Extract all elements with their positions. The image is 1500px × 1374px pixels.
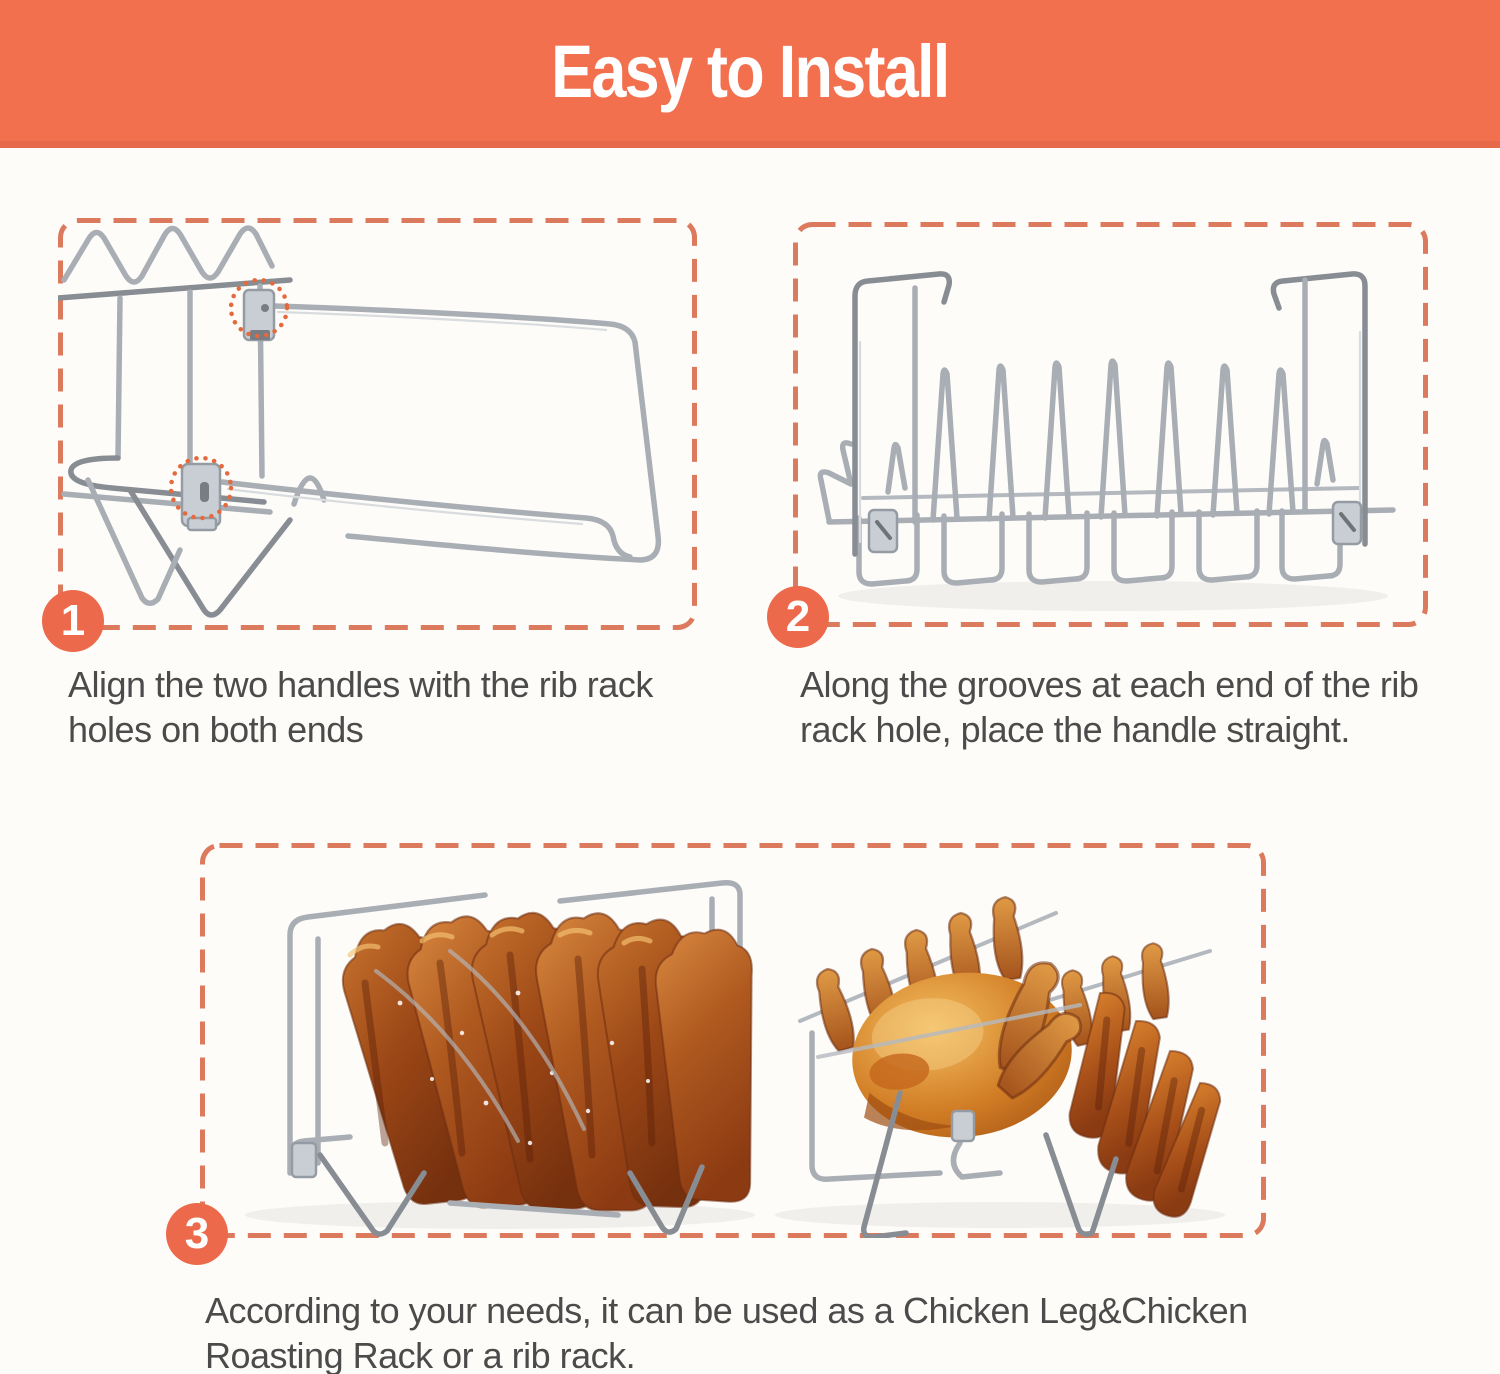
chicken-on-rack-photo: [798, 895, 1222, 1238]
rack-handle-alignment-illustration: [58, 225, 662, 618]
wire-rack-partial: [58, 225, 327, 618]
step-2-caption-line2: rack hole, place the handle straight.: [800, 709, 1350, 750]
step-2-panel: 2: [767, 222, 1428, 648]
step-1-number: 1: [60, 596, 86, 645]
highlight-circle-icon: [228, 277, 290, 339]
step-1-badge: 1: [42, 590, 104, 652]
step-3-panel: 3: [166, 843, 1266, 1265]
whole-chicken: [852, 954, 1091, 1138]
rack-handle-upper: [271, 303, 662, 563]
step-3-caption: According to your needs, it can be used …: [205, 1288, 1248, 1374]
highlight-circle-icon: [168, 455, 234, 521]
step-2-number: 2: [785, 592, 811, 641]
header-banner: Easy to Install: [0, 0, 1500, 148]
upper-clip: [242, 288, 276, 342]
usage-examples-illustration: [245, 880, 1225, 1238]
left-corner-clip: [867, 508, 899, 554]
ribs-on-rack-photo: [287, 880, 770, 1237]
step-3-caption-line2: Roasting Rack or a rib rack.: [205, 1335, 636, 1374]
grilled-pieces-row: [1068, 991, 1222, 1218]
step-1-dashed-border: [58, 218, 697, 630]
wire-rack-assembled: [817, 271, 1396, 587]
step-3-dashed-border: [200, 843, 1266, 1238]
step-1-caption-line1: Align the two handles with the rib rack: [68, 664, 653, 705]
step-1-caption: Align the two handles with the rib rack …: [68, 662, 653, 752]
step-2-dashed-border: [793, 222, 1428, 627]
step-3-caption-line1: According to your needs, it can be used …: [205, 1290, 1248, 1331]
assembled-rack-illustration: [817, 271, 1396, 611]
step-3-badge: 3: [166, 1203, 228, 1265]
right-corner-clip: [1331, 500, 1363, 546]
step-1-panel: 1: [42, 218, 697, 652]
step-2-caption-line1: Along the grooves at each end of the rib: [800, 664, 1419, 705]
rack-handle-lower: [219, 479, 633, 560]
step-3-number: 3: [184, 1209, 210, 1258]
lower-clip: [180, 462, 222, 532]
step-1-caption-line2: holes on both ends: [68, 709, 364, 750]
page-title: Easy to Install: [551, 29, 950, 113]
step-2-badge: 2: [767, 586, 829, 648]
step-2-caption: Along the grooves at each end of the rib…: [800, 662, 1419, 752]
